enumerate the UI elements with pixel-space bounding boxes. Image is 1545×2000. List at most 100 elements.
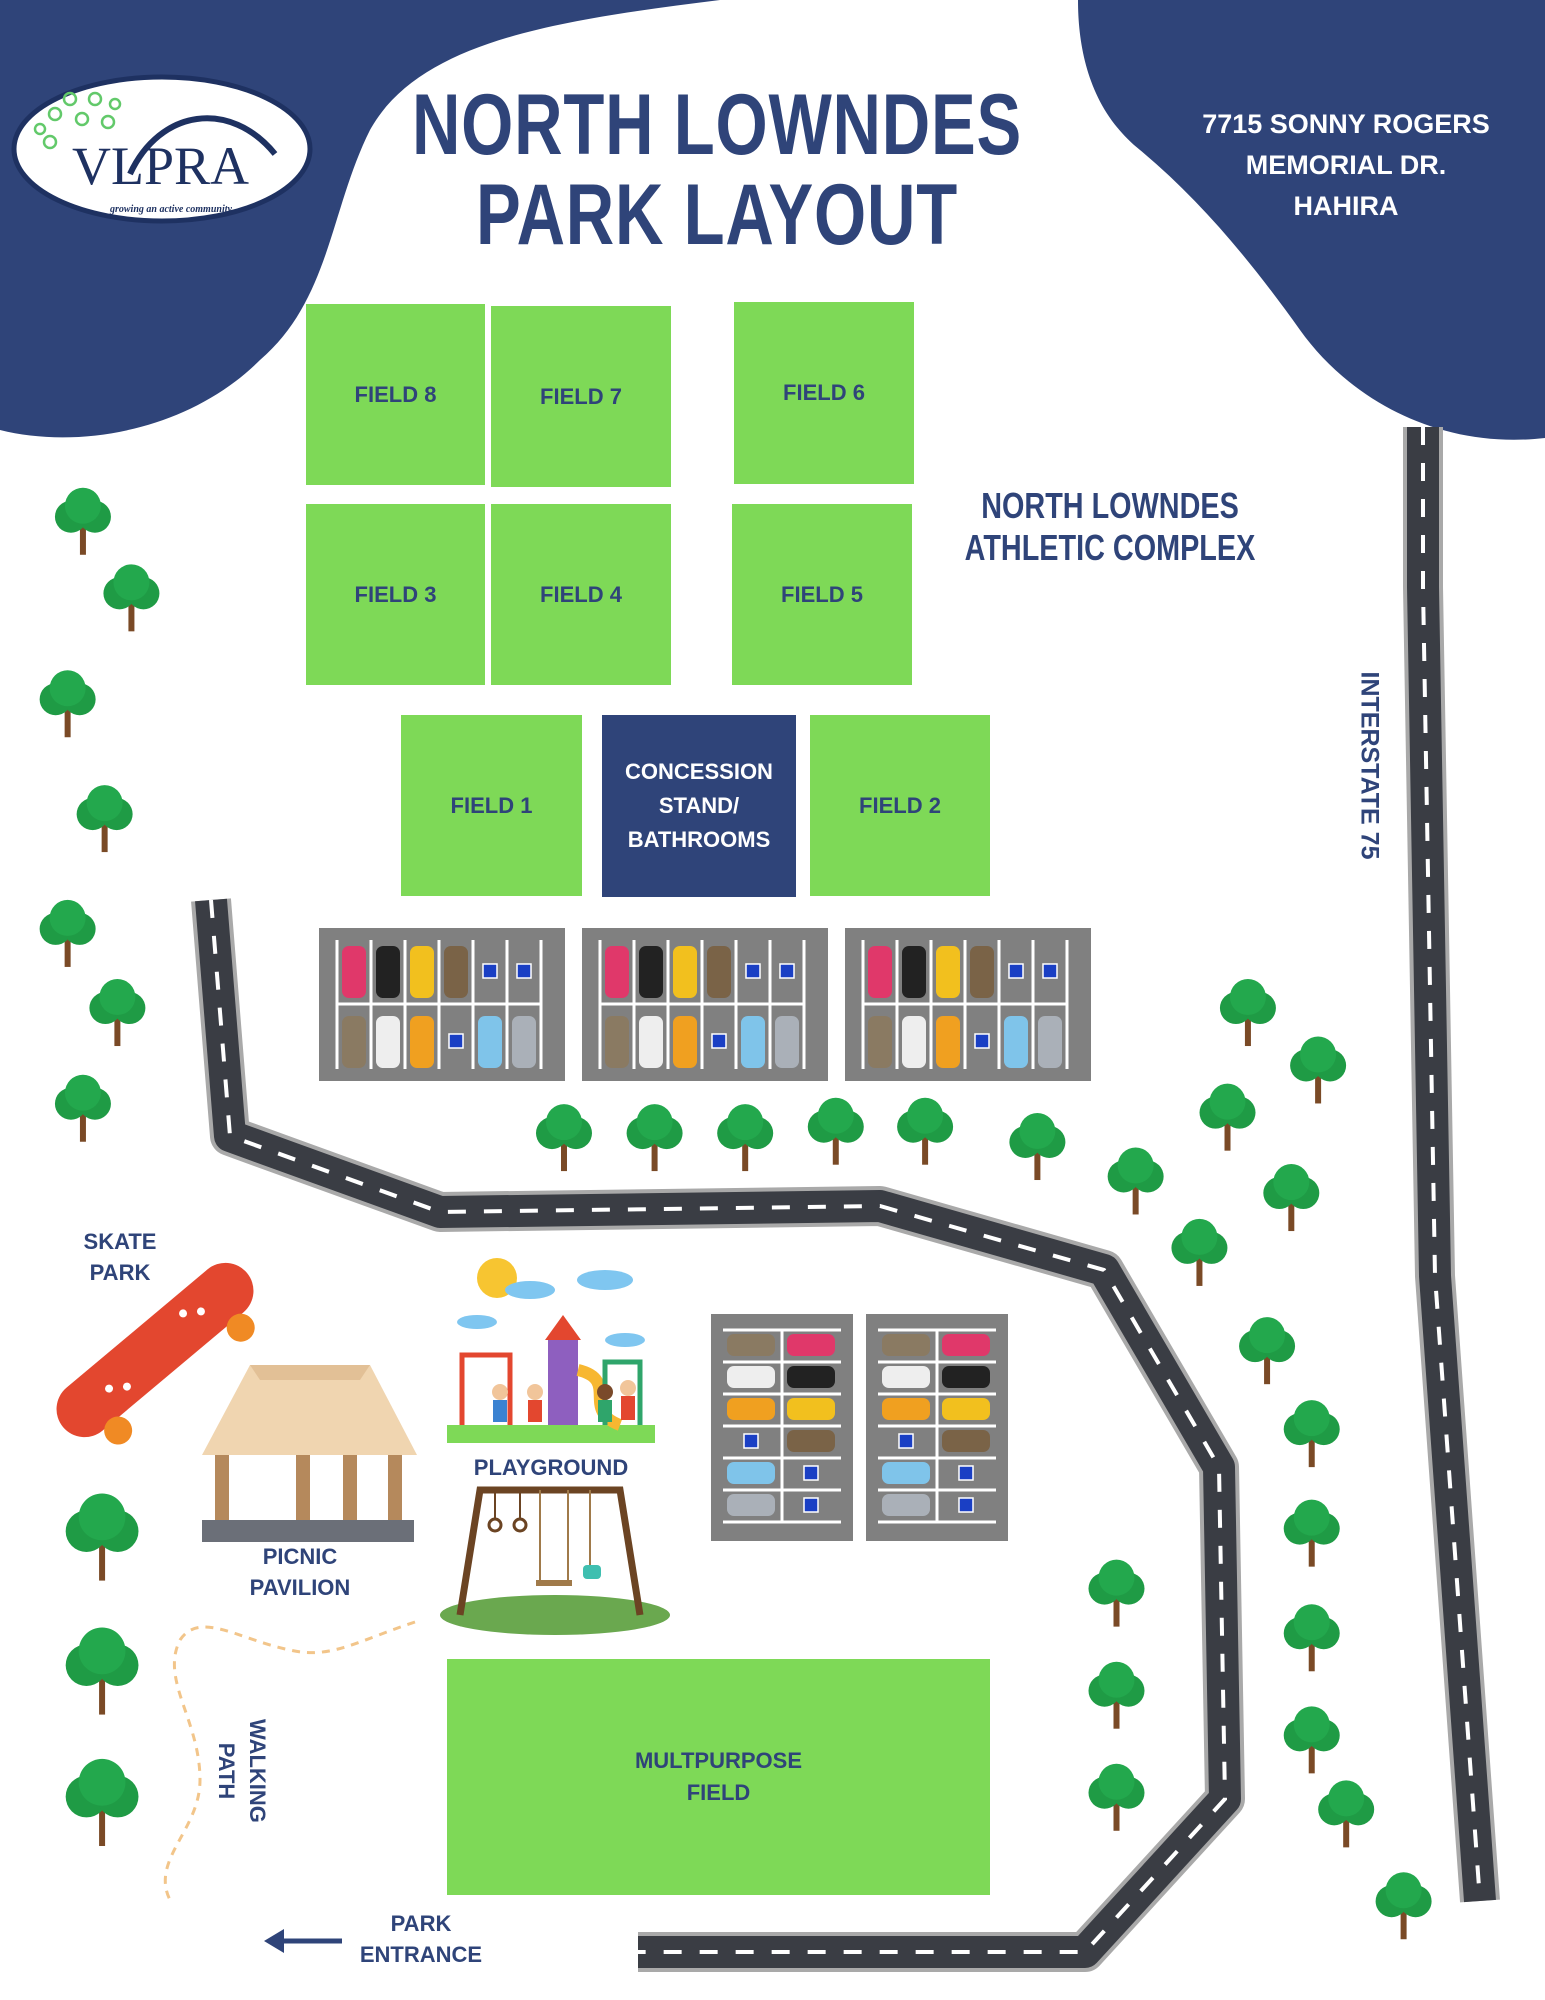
car-icon [787, 1366, 835, 1388]
field-2[interactable]: FIELD 2 [810, 715, 990, 896]
car-icon [882, 1398, 930, 1420]
field-5-label: FIELD 5 [781, 581, 863, 607]
field-6[interactable]: FIELD 6 [734, 302, 914, 484]
parking-sign-icon [482, 963, 498, 979]
address-line-2: MEMORIAL DR. [1245, 150, 1447, 180]
tree-icon [103, 564, 160, 632]
car-icon [942, 1398, 990, 1420]
car-icon [605, 946, 629, 998]
tree-icon [717, 1104, 774, 1172]
tree-icon [1283, 1604, 1340, 1672]
entrance-label-1: PARK [390, 1911, 452, 1936]
car-icon [775, 1016, 799, 1068]
field-7[interactable]: FIELD 7 [491, 306, 671, 487]
car-icon [673, 946, 697, 998]
parking-sign-icon [779, 963, 795, 979]
title-line-2: PARK LAYOUT [476, 167, 958, 263]
tree-icon [54, 487, 111, 555]
complex-label-2: ATHLETIC COMPLEX [964, 527, 1256, 568]
car-icon [970, 946, 994, 998]
tree-icon [1283, 1499, 1340, 1567]
parking-sign-icon [958, 1465, 974, 1481]
field-1-label: FIELD 1 [450, 792, 533, 818]
concession-label-2: STAND/ [658, 793, 740, 818]
parking-sign-icon [958, 1497, 974, 1513]
parking-sign-icon [1008, 963, 1024, 979]
parking-lot [711, 1314, 853, 1541]
car-icon [342, 946, 366, 998]
parking-sign-icon [448, 1033, 464, 1049]
tree-icon [1171, 1218, 1228, 1286]
field-6-label: FIELD 6 [783, 380, 865, 405]
car-icon [727, 1366, 775, 1388]
playground-icon [447, 1258, 655, 1443]
tree-icon [1290, 1036, 1347, 1104]
car-icon [942, 1366, 990, 1388]
car-icon [512, 1016, 536, 1068]
picnic-label-2: PAVILION [249, 1575, 351, 1600]
vlpra-logo: VLPRA growing an active community [10, 74, 314, 225]
park-entrance-label: PARK ENTRANCE [341, 1908, 501, 1970]
field-3[interactable]: FIELD 3 [306, 504, 485, 685]
park-road [191, 898, 1245, 1972]
page-title: NORTH LOWNDES PARK LAYOUT [405, 80, 1029, 260]
walking-label-2: PATH [214, 1742, 239, 1800]
athletic-complex-label: NORTH LOWNDES ATHLETIC COMPLEX [958, 485, 1262, 569]
address-line-3: HAHIRA [1293, 191, 1399, 221]
field-3-label: FIELD 3 [354, 581, 437, 607]
tree-icon [807, 1097, 864, 1165]
field-5[interactable]: FIELD 5 [732, 504, 912, 685]
car-icon [410, 1016, 434, 1068]
car-icon [868, 946, 892, 998]
car-icon [787, 1398, 835, 1420]
address: 7715 SONNY ROGERS MEMORIAL DR. HAHIRA [1160, 104, 1532, 227]
tree-icon [54, 1074, 111, 1142]
tree-icon [1239, 1317, 1296, 1385]
car-icon [902, 946, 926, 998]
tree-icon [1318, 1780, 1375, 1848]
car-icon [902, 1016, 926, 1068]
tree-icon [39, 670, 96, 738]
arrow-left-icon [264, 1929, 342, 1953]
logo-tagline: growing an active community [109, 204, 233, 215]
field-4-label: FIELD 4 [540, 581, 622, 607]
car-icon [376, 1016, 400, 1068]
car-icon [727, 1462, 775, 1484]
walking-label-1: WALKING [245, 1719, 270, 1823]
corner-blob-top-right [1078, 0, 1545, 440]
car-icon [639, 1016, 663, 1068]
concession-stand[interactable]: CONCESSION STAND/ BATHROOMS [602, 715, 796, 897]
field-2-label: FIELD 2 [859, 792, 941, 818]
tree-icon [1088, 1661, 1145, 1729]
car-icon [605, 1016, 629, 1068]
interstate-75-label: INTERSTATE 75 [1355, 671, 1384, 860]
parking-sign-icon [1042, 963, 1058, 979]
field-1[interactable]: FIELD 1 [401, 715, 582, 896]
tree-icon [1009, 1113, 1066, 1181]
car-icon [936, 1016, 960, 1068]
tree-icon [1375, 1872, 1432, 1940]
tree-icon [1219, 979, 1276, 1047]
logo-text: VLPRA [72, 136, 249, 196]
parking-sign-icon [803, 1465, 819, 1481]
tree-icon [1283, 1706, 1340, 1774]
car-icon [1004, 1016, 1028, 1068]
picnic-pavilion-icon [202, 1365, 417, 1542]
car-icon [882, 1494, 930, 1516]
car-icon [868, 1016, 892, 1068]
parking-sign-icon [974, 1033, 990, 1049]
skate-label-2: PARK [89, 1260, 151, 1285]
multipurpose-field[interactable]: MULTPURPOSE FIELD [447, 1659, 990, 1895]
tree-icon [65, 1758, 139, 1847]
entrance-label-2: ENTRANCE [359, 1942, 483, 1967]
tree-icon [65, 1627, 139, 1715]
tree-icon [76, 785, 133, 853]
tree-icon [1088, 1763, 1145, 1831]
field-8[interactable]: FIELD 8 [306, 304, 485, 485]
car-icon [1038, 1016, 1062, 1068]
car-icon [342, 1016, 366, 1068]
field-4[interactable]: FIELD 4 [491, 504, 671, 685]
address-line-1: 7715 SONNY ROGERS [1202, 109, 1490, 139]
tree-icon [1088, 1559, 1145, 1627]
car-icon [787, 1334, 835, 1356]
